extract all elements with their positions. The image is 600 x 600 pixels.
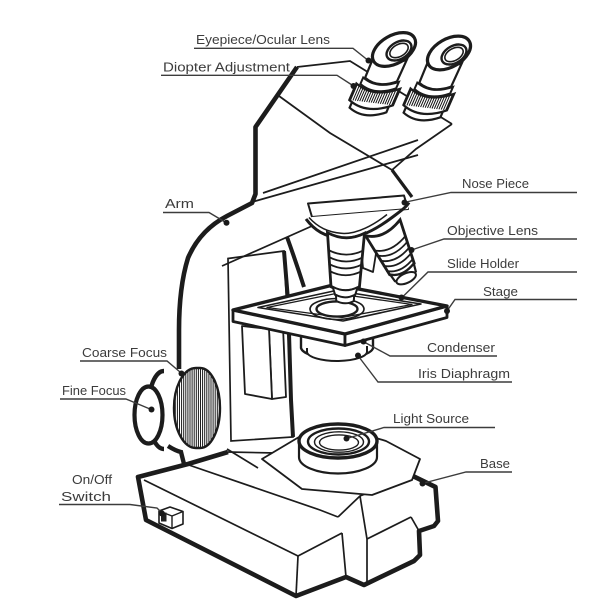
svg-text:Objective Lens: Objective Lens	[447, 223, 539, 238]
svg-text:Arm: Arm	[165, 196, 194, 211]
svg-text:On/Off: On/Off	[72, 472, 112, 487]
svg-text:Nose Piece: Nose Piece	[462, 176, 529, 191]
svg-text:Diopter Adjustment: Diopter Adjustment	[163, 60, 290, 75]
svg-text:Condenser: Condenser	[427, 340, 496, 355]
svg-text:Slide Holder: Slide Holder	[447, 256, 520, 271]
svg-text:Light Source: Light Source	[393, 411, 469, 426]
svg-text:Eyepiece/Ocular Lens: Eyepiece/Ocular Lens	[196, 32, 331, 47]
svg-text:Stage: Stage	[483, 284, 518, 299]
svg-text:Base: Base	[480, 456, 510, 471]
svg-text:Iris Diaphragm: Iris Diaphragm	[418, 366, 510, 381]
svg-text:Switch: Switch	[61, 489, 111, 504]
svg-text:Coarse Focus: Coarse Focus	[82, 345, 168, 360]
svg-text:Fine Focus: Fine Focus	[62, 383, 126, 398]
